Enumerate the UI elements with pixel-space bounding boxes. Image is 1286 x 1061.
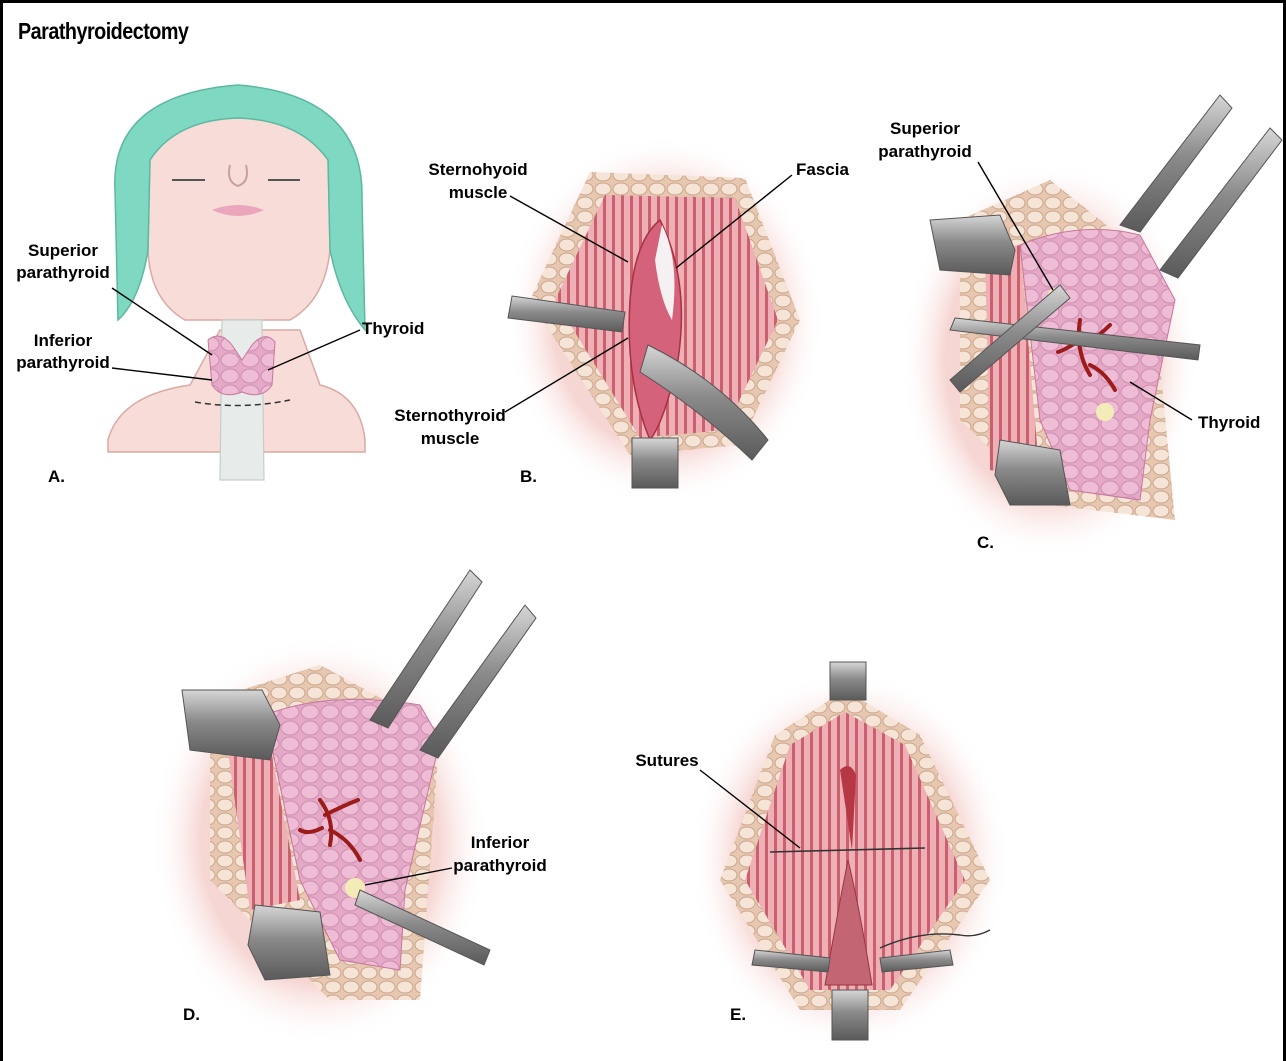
panel-b: Sternohyoid muscle Fascia Sternothyroid …	[394, 135, 849, 505]
panel-a: Superior parathyroid Inferior parathyroi…	[16, 85, 424, 486]
label-superior-parathyroid-c-2: parathyroid	[878, 142, 972, 161]
inferior-parathyroid-c	[1096, 403, 1114, 421]
panel-e: Sutures E.	[635, 662, 1010, 1050]
label-sternohyoid-b-2: muscle	[449, 183, 508, 202]
label-inferior-parathyroid-d: Inferior	[471, 833, 530, 852]
retractor-bottom-c	[995, 440, 1070, 505]
retractor-top-left-c	[930, 215, 1015, 275]
panel-d: Inferior parathyroid D.	[150, 570, 547, 1045]
label-thyroid-a: Thyroid	[362, 319, 424, 338]
label-fascia-b: Fascia	[796, 160, 849, 179]
label-inferior-parathyroid-a: Inferior	[34, 331, 93, 350]
label-inferior-parathyroid-d-2: parathyroid	[453, 856, 547, 875]
retractor-bottom-d	[248, 905, 330, 980]
needle-holder-e	[830, 662, 866, 700]
label-superior-parathyroid-a: Superior	[28, 241, 98, 260]
retractor-top-left-d	[182, 690, 280, 760]
label-sternohyoid-b: Sternohyoid	[428, 160, 527, 179]
panel-letter-b: B.	[520, 467, 537, 486]
panel-letter-a: A.	[48, 467, 65, 486]
panel-letter-e: E.	[730, 1005, 746, 1024]
label-superior-parathyroid-a-2: parathyroid	[16, 263, 110, 282]
label-superior-parathyroid-c: Superior	[890, 119, 960, 138]
panel-letter-c: C.	[977, 533, 994, 552]
label-inferior-parathyroid-a-2: parathyroid	[16, 353, 110, 372]
panel-c: Superior parathyroid Thyroid C.	[878, 95, 1282, 560]
panel-letter-d: D.	[183, 1005, 200, 1024]
label-sutures-e: Sutures	[635, 751, 698, 770]
label-sternothyroid-b-2: muscle	[421, 429, 480, 448]
label-thyroid-c: Thyroid	[1198, 413, 1260, 432]
label-sternothyroid-b: Sternothyroid	[394, 406, 505, 425]
retractor-bottom-b	[632, 438, 678, 488]
retractor-bottom-e	[832, 990, 868, 1040]
